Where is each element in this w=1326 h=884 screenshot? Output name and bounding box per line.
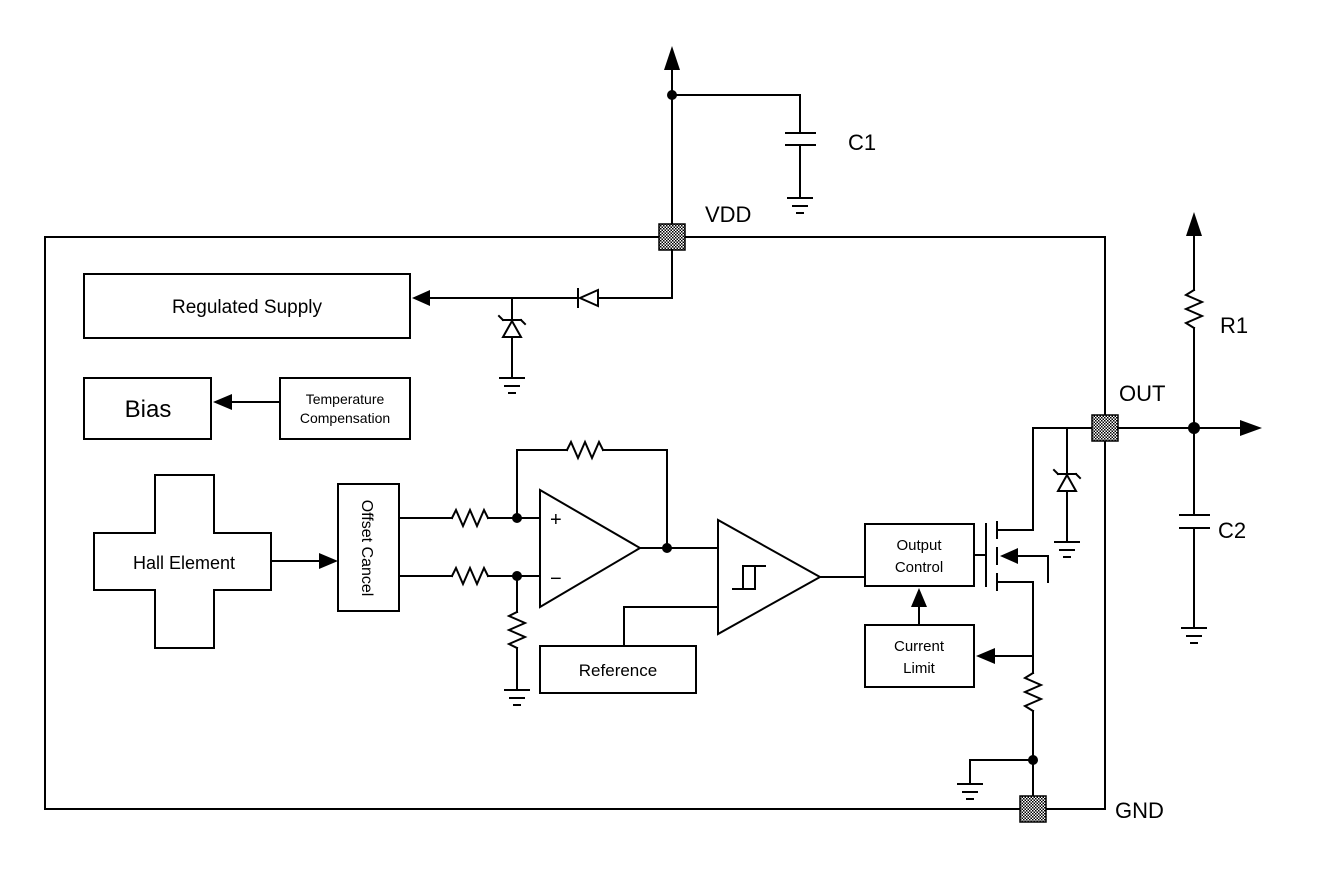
vdd-junction-dot (667, 90, 677, 100)
vdd-pin-label: VDD (705, 202, 751, 227)
r1-label: R1 (1220, 313, 1248, 338)
supply-arrow (412, 290, 430, 306)
pullup-arrow (1186, 212, 1202, 236)
output-zener-symbol (1052, 468, 1082, 541)
out-pin-label: OUT (1119, 381, 1165, 406)
hall-element-label: Hall Element (133, 553, 235, 573)
compensation-label: Compensation (300, 410, 390, 426)
offset-cancel-block (337, 483, 400, 612)
feedback-resistor (565, 439, 605, 461)
vdd-diode-symbol (577, 288, 599, 308)
hall-arrow (319, 553, 338, 569)
vdd-pad (658, 223, 686, 251)
opamp-ground-symbol (504, 689, 530, 706)
control-label: Control (895, 559, 943, 576)
out-arrow (1240, 420, 1262, 436)
opamp-minus-label: − (550, 568, 562, 590)
reference-block (539, 645, 697, 694)
hall-element-cross (93, 474, 272, 649)
c2-ground-symbol (1181, 627, 1207, 644)
output-zener-ground-symbol (1054, 541, 1080, 558)
vdd-arrow (664, 46, 680, 70)
offset-cancel-label: Offset Cancel (358, 500, 375, 597)
output-label: Output (896, 537, 942, 554)
r1-resistor (1183, 288, 1205, 330)
comparator-triangle (717, 518, 823, 636)
input-resistor-bottom (450, 565, 490, 587)
current-limit-arrow (911, 588, 927, 607)
bias-arrow (213, 394, 232, 410)
output-mosfet-symbol (973, 521, 1049, 591)
zener-ground-symbol (499, 377, 525, 394)
current-sense-arrow (976, 648, 995, 664)
current-limit-block (864, 624, 975, 688)
zener-diode-symbol (497, 297, 527, 377)
gnd-pin-label: GND (1115, 798, 1164, 823)
sense-resistor (1022, 671, 1044, 713)
regulated-supply-label: Regulated Supply (172, 297, 322, 318)
c1-ground-symbol (787, 197, 813, 214)
limit-label: Limit (903, 660, 936, 677)
opamp-triangle (539, 488, 642, 609)
c2-capacitor (1179, 514, 1210, 629)
out-pad (1091, 414, 1119, 442)
gnd-pad (1019, 795, 1047, 823)
input-resistor-top (450, 507, 490, 529)
c1-capacitor (785, 94, 816, 199)
ic-outline (44, 236, 1106, 810)
c2-label: C2 (1218, 518, 1246, 543)
bias-label: Bias (125, 396, 172, 423)
reference-label: Reference (579, 661, 657, 680)
temperature-compensation-block (279, 377, 411, 440)
opamp-plus-label: + (550, 509, 562, 531)
bias-block (83, 377, 212, 440)
ground-resistor (506, 610, 528, 650)
internal-ground-symbol (957, 783, 983, 800)
regulated-supply-block (83, 273, 411, 339)
output-control-block (864, 523, 975, 587)
current-label: Current (894, 638, 945, 655)
temperature-label: Temperature (306, 391, 385, 407)
c1-label: C1 (848, 130, 876, 155)
